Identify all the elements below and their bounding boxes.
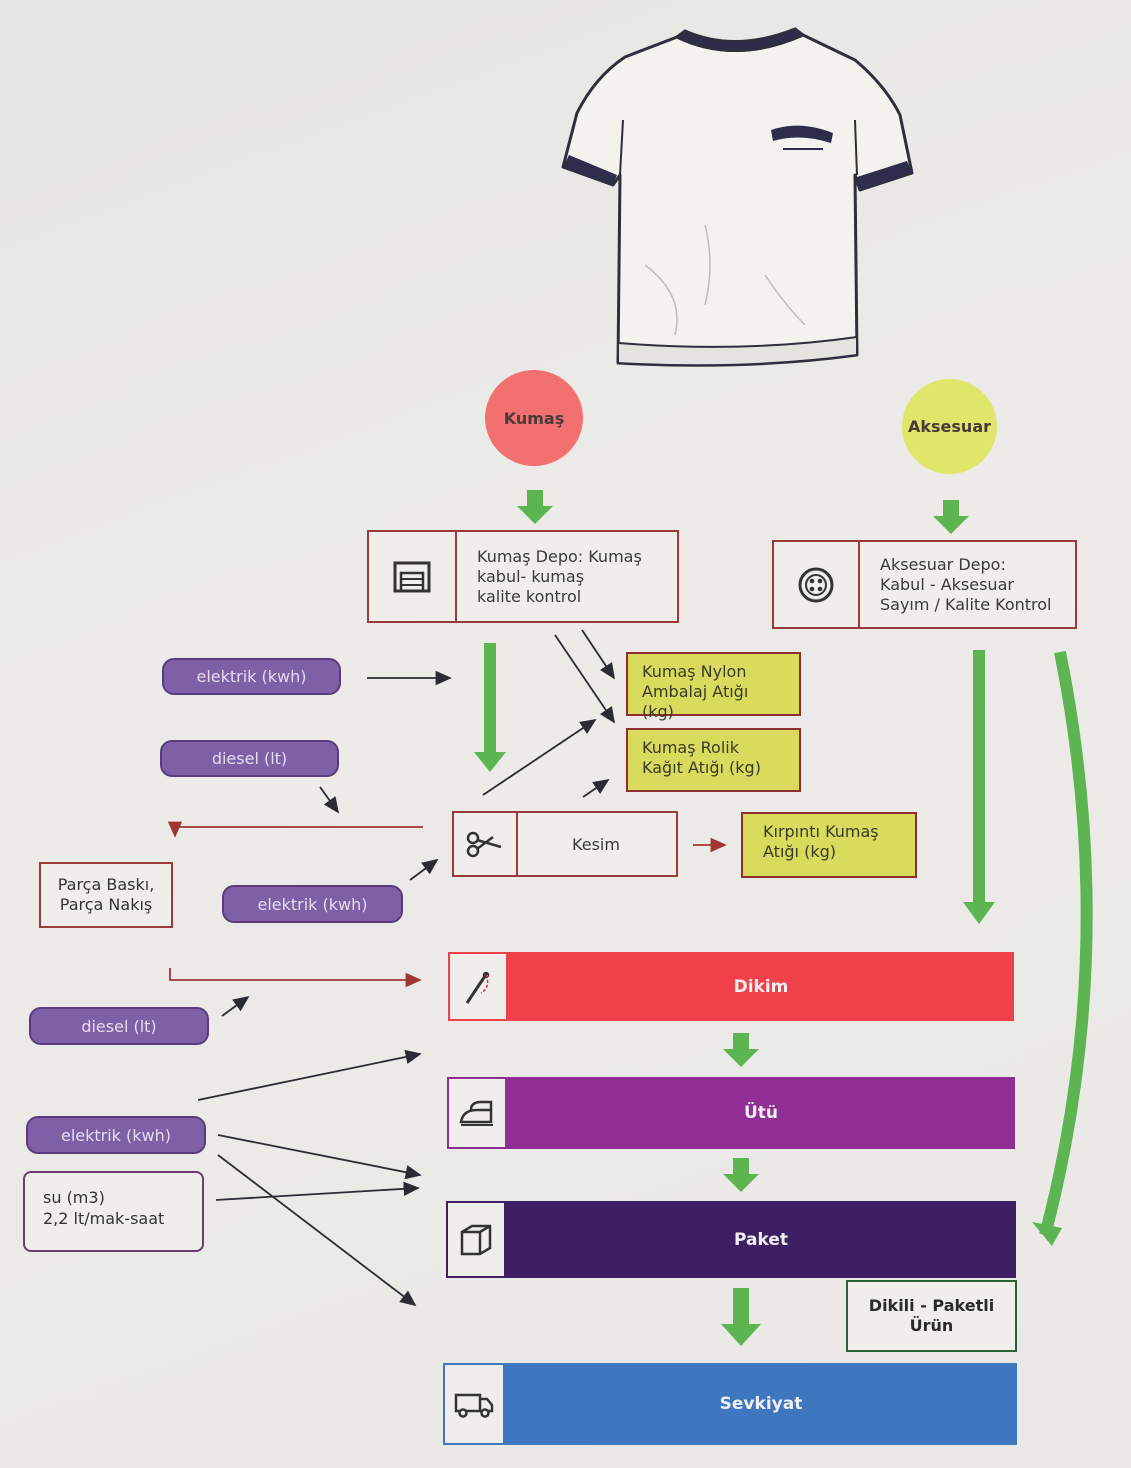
button-icon	[774, 542, 860, 627]
aksesuar-label: Aksesuar	[908, 417, 991, 436]
urun-line-1: Dikili - Paketli	[868, 1296, 995, 1315]
box-icon	[446, 1201, 506, 1278]
sevkiyat-label: Sevkiyat	[719, 1394, 803, 1414]
elektrik-pill-3-label: elektrik (kwh)	[60, 1125, 172, 1145]
su-box: su (m3) 2,2 lt/mak-saat	[23, 1171, 204, 1252]
nylon-waste-line-2: Ambalaj Atığı (kg)	[642, 682, 749, 721]
aksesuar-node: Aksesuar	[902, 379, 997, 474]
elektrik-pill-1: elektrik (kwh)	[162, 658, 341, 695]
diesel-pill-2-label: diesel (lt)	[81, 1016, 157, 1036]
su-line-2: 2,2 lt/mak-saat	[43, 1209, 165, 1228]
elektrik-pill-1-label: elektrik (kwh)	[196, 667, 307, 686]
utu-label: Ütü	[743, 1103, 779, 1123]
urun-box: Dikili - Paketli Ürün	[846, 1280, 1017, 1352]
rolik-waste-box: Kumaş Rolik Kağıt Atığı (kg)	[626, 728, 801, 792]
aksesuar-depo-line-3: Sayım / Kalite Kontrol	[880, 594, 1052, 614]
green-arrows	[517, 490, 969, 1346]
dikim-band: Dikim	[448, 952, 1014, 1021]
diesel-pill-1: diesel (lt)	[160, 740, 339, 777]
rolik-waste-line-1: Kumaş Rolik	[642, 738, 739, 757]
iron-icon	[447, 1077, 507, 1149]
kesim-label: Kesim	[572, 834, 620, 854]
kumas-depo-line-3: kalite kontrol	[477, 586, 582, 606]
needle-icon	[448, 952, 508, 1021]
diesel-pill-1-label: diesel (lt)	[211, 749, 288, 768]
nylon-waste-box: Kumaş Nylon Ambalaj Atığı (kg)	[626, 652, 801, 721]
urun-line-2: Ürün	[909, 1316, 954, 1335]
parca-line-1: Parça Baskı,	[57, 875, 155, 894]
scissors-icon	[454, 813, 518, 875]
elektrik-pill-3: elektrik (kwh)	[26, 1116, 206, 1154]
aksesuar-depo-line-1: Aksesuar Depo:	[880, 554, 1006, 574]
diesel-pill-2: diesel (lt)	[29, 1007, 209, 1045]
dikim-label: Dikim	[733, 976, 789, 997]
kumas-node: Kumaş	[485, 370, 583, 466]
parca-line-2: Parça Nakış	[59, 895, 153, 914]
aksesuar-depo-box: Aksesuar Depo: Kabul - Aksesuar Sayım / …	[772, 540, 1077, 629]
kumas-depo-line-1: Kumaş Depo: Kumaş	[477, 546, 642, 566]
truck-icon	[443, 1363, 505, 1445]
nylon-waste-line-1: Kumaş Nylon	[642, 662, 747, 681]
rolik-waste-line-2: Kağıt Atığı (kg)	[642, 758, 761, 777]
kesim-box: Kesim	[452, 811, 678, 877]
paket-label: Paket	[734, 1229, 788, 1250]
utu-band: Ütü	[447, 1077, 1015, 1149]
paket-band: Paket	[446, 1201, 1016, 1278]
kirpinti-waste-line-1: Kırpıntı Kumaş	[763, 822, 879, 841]
t-shirt-illustration	[561, 27, 914, 367]
kirpinti-waste-line-2: Atığı (kg)	[763, 842, 836, 861]
aksesuar-depo-line-2: Kabul - Aksesuar	[880, 574, 1014, 594]
kumas-depo-line-2: kabul- kumaş	[477, 566, 585, 586]
kirpinti-waste-box: Kırpıntı Kumaş Atığı (kg)	[741, 812, 917, 878]
kumas-label: Kumaş	[503, 408, 565, 428]
kumas-depo-box: Kumaş Depo: Kumaş kabul- kumaş kalite ko…	[367, 530, 679, 623]
warehouse-icon	[369, 532, 457, 621]
elektrik-pill-2-label: elektrik (kwh)	[257, 894, 368, 914]
elektrik-pill-2: elektrik (kwh)	[222, 885, 403, 923]
su-line-1: su (m3)	[43, 1188, 105, 1207]
sevkiyat-band: Sevkiyat	[443, 1363, 1017, 1445]
parca-box: Parça Baskı, Parça Nakış	[39, 862, 173, 928]
